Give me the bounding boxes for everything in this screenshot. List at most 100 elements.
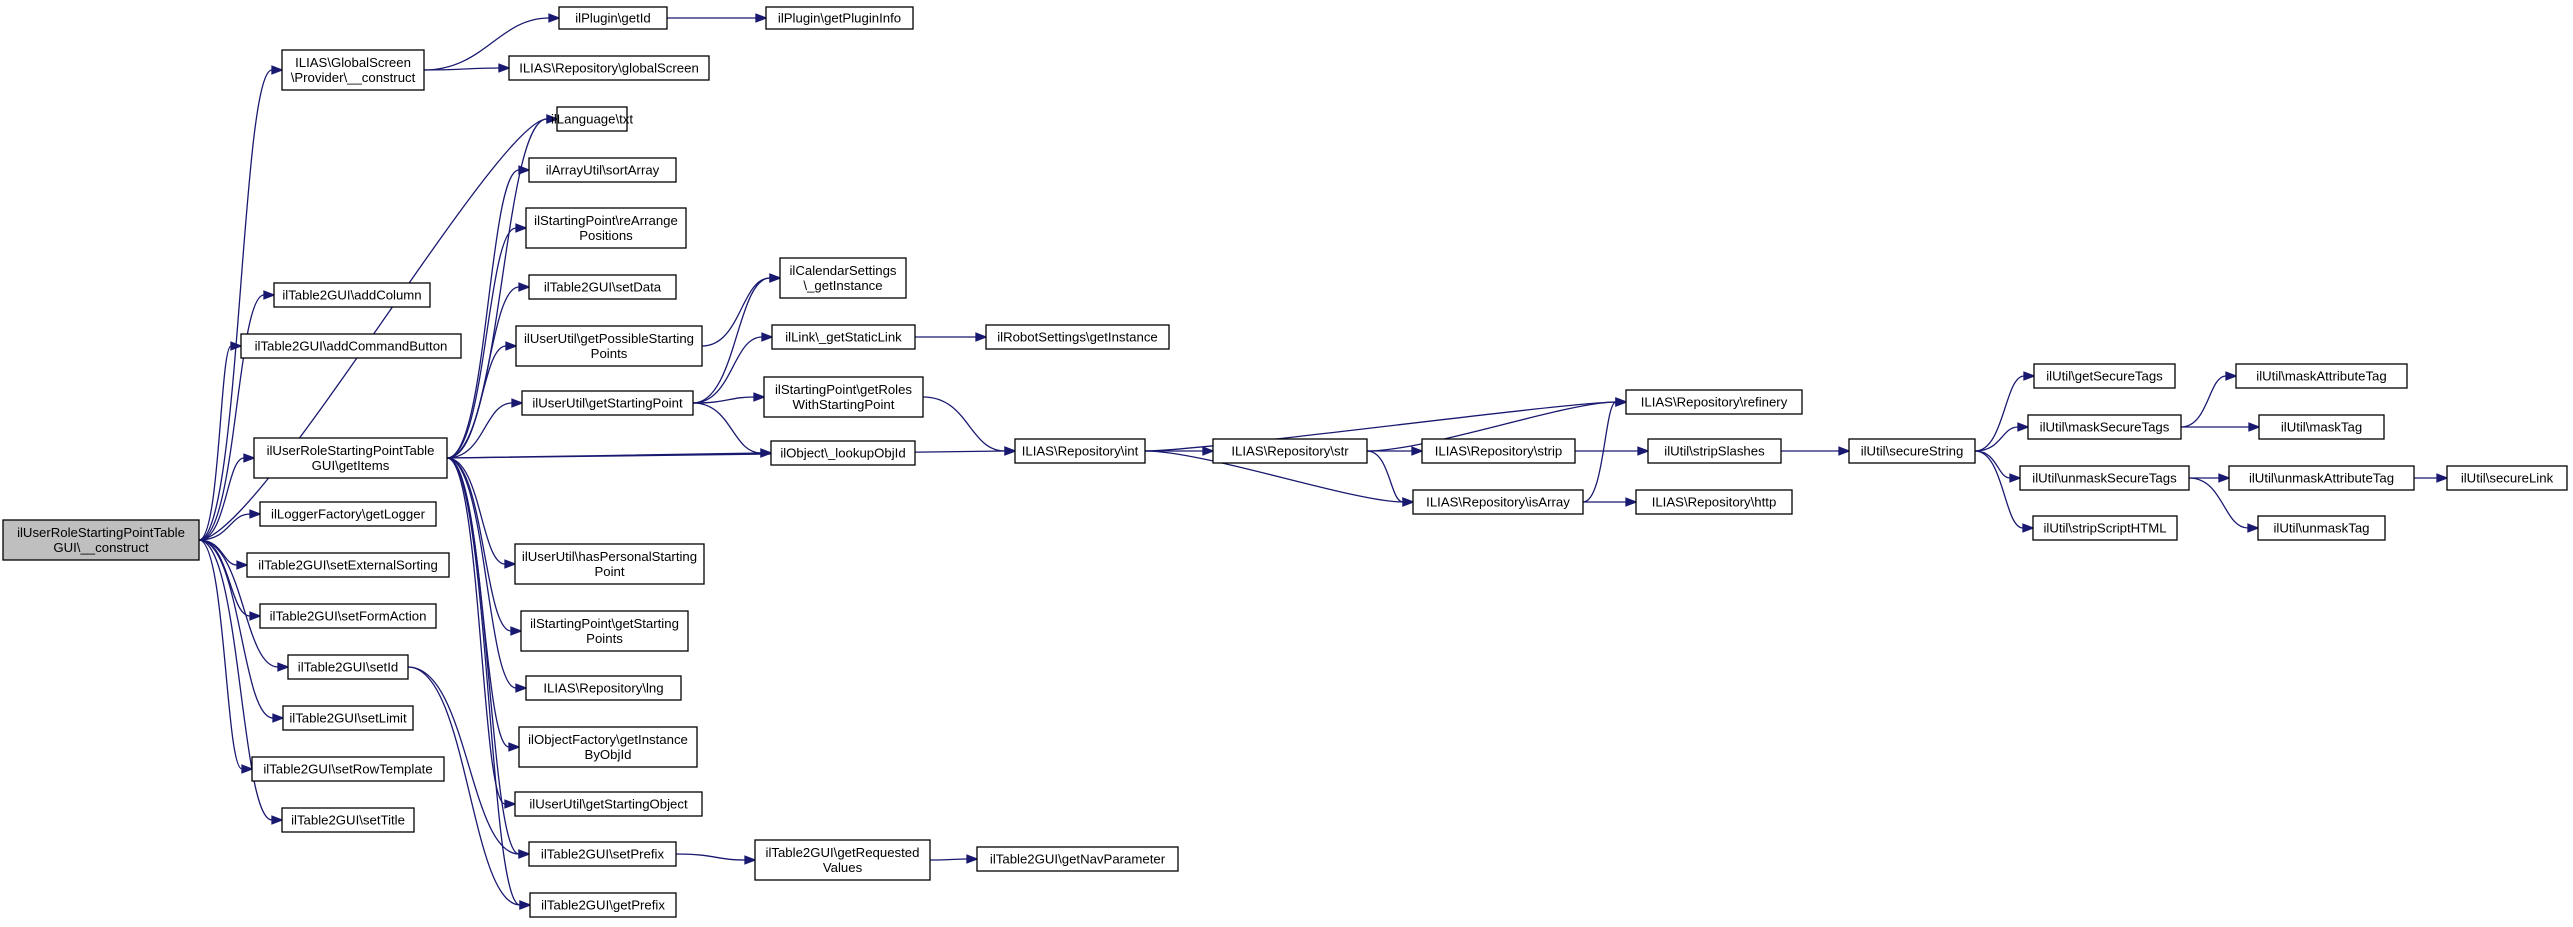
edge-get-sp-to-roles-with-sp (692, 392, 766, 404)
node-lookup-obj-id[interactable]: ilObject\_lookupObjId (770, 440, 916, 466)
edge-unmask-attr-tag-to-secure-link (2414, 473, 2449, 483)
node-set-id[interactable]: ilTable2GUI\setId (287, 654, 409, 680)
node-plugin-get-id[interactable]: ilPlugin\getId (558, 6, 668, 30)
call-graph-edges (198, 13, 2449, 910)
node-label: ilStartingPoint\reArrange (534, 213, 678, 228)
node-set-row-tpl[interactable]: ilTable2GUI\setRowTemplate (251, 756, 445, 782)
node-label: ilUtil\unmaskTag (2273, 521, 2369, 536)
node-label: ilObject\_lookupObjId (780, 446, 905, 461)
node-robot-settings[interactable]: ilRobotSettings\getInstance (985, 324, 1170, 350)
node-unmask-tag[interactable]: ilUtil\unmaskTag (2257, 515, 2386, 541)
node-lang-txt[interactable]: ilLanguage\txt (551, 106, 633, 132)
node-label: ilUtil\getSecureTags (2046, 369, 2163, 384)
node-label: ILIAS\Repository\str (1231, 444, 1349, 459)
node-label: ilUtil\unmaskSecureTags (2032, 471, 2177, 486)
node-set-limit[interactable]: ilTable2GUI\setLimit (282, 705, 414, 731)
node-unmask-attr-tag[interactable]: ilUtil\unmaskAttributeTag (2228, 465, 2415, 491)
node-set-data[interactable]: ilTable2GUI\setData (528, 274, 677, 300)
node-repo-http[interactable]: ILIAS\Repository\http (1635, 489, 1793, 515)
edge-root-to-get-logger (198, 509, 262, 541)
node-repo-is-array[interactable]: ILIAS\Repository\isArray (1412, 489, 1584, 515)
edge-root-to-add-column (198, 290, 276, 541)
edge-get-items-to-re-arrange (446, 223, 528, 459)
node-get-secure-tags[interactable]: ilUtil\getSecureTags (2033, 363, 2176, 389)
edge-secure-string-to-get-secure-tags (1974, 371, 2036, 452)
node-set-title[interactable]: ilTable2GUI\setTitle (281, 807, 415, 833)
node-label: ILIAS\GlobalScreen (295, 55, 411, 70)
node-repo-strip[interactable]: ILIAS\Repository\strip (1421, 438, 1576, 464)
node-label: \_getInstance (803, 278, 882, 293)
node-label: ilUtil\maskSecureTags (2040, 420, 2170, 435)
node-sort-array[interactable]: ilArrayUtil\sortArray (528, 157, 677, 183)
node-gs-prov[interactable]: ILIAS\GlobalScreen\Provider\__construct (281, 49, 425, 91)
node-add-cmd-btn[interactable]: ilTable2GUI\addCommandButton (240, 333, 462, 359)
node-label: ILIAS\Repository\int (1022, 444, 1139, 459)
edge-static-link-to-robot-settings (914, 332, 988, 342)
node-label: ilUtil\stripScriptHTML (2043, 521, 2166, 536)
node-set-form-action[interactable]: ilTable2GUI\setFormAction (259, 603, 437, 629)
edge-secure-string-to-unmask-secure-tags (1974, 450, 2022, 483)
node-secure-string[interactable]: ilUtil\secureString (1848, 438, 1976, 464)
node-mask-attr-tag[interactable]: ilUtil\maskAttributeTag (2235, 363, 2408, 389)
node-set-ext-sort[interactable]: ilTable2GUI\setExternalSorting (246, 552, 450, 578)
node-strip-slashes[interactable]: ilUtil\stripSlashes (1647, 438, 1782, 464)
node-add-column[interactable]: ilTable2GUI\addColumn (273, 282, 431, 308)
node-repo-global-screen[interactable]: ILIAS\Repository\globalScreen (508, 55, 710, 81)
node-get-prefix[interactable]: ilTable2GUI\getPrefix (529, 892, 677, 918)
node-mask-secure-tags[interactable]: ilUtil\maskSecureTags (2027, 414, 2182, 440)
node-strip-script-html[interactable]: ilUtil\stripScriptHTML (2032, 515, 2178, 541)
edge-repo-str-to-repo-is-array (1366, 450, 1415, 507)
node-label: ilUtil\unmaskAttributeTag (2249, 471, 2394, 486)
edge-repo-strip-to-strip-slashes (1574, 446, 1650, 456)
node-plugin-get-info[interactable]: ilPlugin\getPluginInfo (765, 6, 914, 30)
node-label: ilLoggerFactory\getLogger (271, 507, 426, 522)
node-unmask-secure-tags[interactable]: ilUtil\unmaskSecureTags (2019, 465, 2190, 491)
edge-get-sp-to-lookup-obj-id (692, 402, 773, 458)
node-label: ilCalendarSettings (789, 263, 896, 278)
node-label: ilUtil\secureString (1861, 444, 1964, 459)
node-label: Points (591, 346, 628, 361)
node-label: ILIAS\Repository\http (1652, 495, 1777, 510)
edge-get-items-to-get-sp (446, 398, 524, 459)
node-get-sp[interactable]: ilUserUtil\getStartingPoint (521, 390, 694, 416)
node-repo-refinery[interactable]: ILIAS\Repository\refinery (1625, 389, 1803, 415)
node-label: ILIAS\Repository\lng (543, 681, 663, 696)
node-cal-settings[interactable]: ilCalendarSettings\_getInstance (779, 257, 907, 299)
node-label: ilTable2GUI\setId (298, 660, 398, 675)
edge-plugin-get-id-to-plugin-get-info (667, 13, 768, 23)
node-label: ilTable2GUI\setPrefix (541, 847, 665, 862)
node-repo-lng[interactable]: ILIAS\Repository\lng (525, 675, 682, 701)
node-label: ilUserRoleStartingPointTable (17, 525, 185, 540)
node-repo-str[interactable]: ILIAS\Repository\str (1212, 438, 1368, 464)
node-mask-tag[interactable]: ilUtil\maskTag (2258, 414, 2385, 440)
edge-get-items-to-lookup-obj-id (446, 448, 773, 459)
edge-mask-secure-tags-to-mask-tag (2181, 422, 2261, 432)
node-label: ilTable2GUI\setTitle (291, 813, 405, 828)
node-get-sobj[interactable]: ilUserUtil\getStartingObject (514, 791, 703, 817)
edge-get-items-to-get-sobj (446, 457, 517, 809)
node-repo-int[interactable]: ILIAS\Repository\int (1014, 438, 1146, 464)
node-static-link[interactable]: ilLink\_getStaticLink (771, 324, 916, 350)
node-label: ilUtil\maskAttributeTag (2256, 369, 2386, 384)
node-get-logger[interactable]: ilLoggerFactory\getLogger (259, 501, 437, 527)
node-label: ilUserUtil\getStartingPoint (532, 396, 683, 411)
node-label: ilTable2GUI\getRequested (766, 845, 920, 860)
node-secure-link[interactable]: ilUtil\secureLink (2446, 465, 2568, 491)
node-set-prefix[interactable]: ilTable2GUI\setPrefix (528, 841, 677, 867)
node-label: ILIAS\Repository\globalScreen (519, 61, 699, 76)
node-root[interactable]: ilUserRoleStartingPointTableGUI\__constr… (2, 519, 200, 561)
node-roles-with-sp[interactable]: ilStartingPoint\getRolesWithStartingPoin… (763, 376, 924, 418)
edge-set-prefix-to-get-req-vals (675, 853, 757, 865)
node-label: ilTable2GUI\setExternalSorting (258, 558, 438, 573)
edge-mask-secure-tags-to-mask-attr-tag (2180, 371, 2238, 428)
node-label: ilUtil\maskTag (2281, 420, 2362, 435)
node-get-nav-param[interactable]: ilTable2GUI\getNavParameter (976, 846, 1179, 872)
